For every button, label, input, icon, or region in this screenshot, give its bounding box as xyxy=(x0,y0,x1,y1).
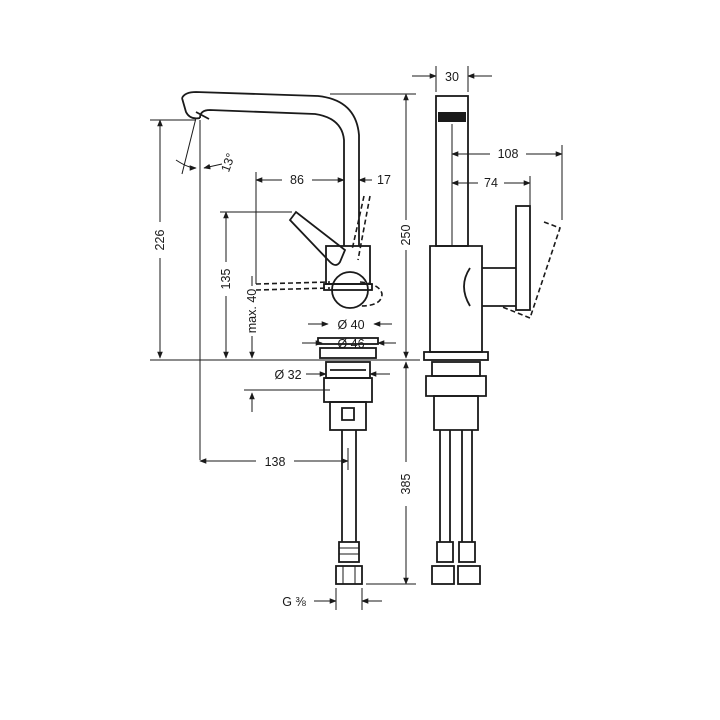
side-view-faucet xyxy=(150,91,420,585)
dim-250: 250 xyxy=(399,225,413,246)
dimension-labels: 30 108 74 86 17 250 226 135 max. 40 13° … xyxy=(153,70,518,609)
dim-30: 30 xyxy=(445,70,459,84)
dim-226: 226 xyxy=(153,230,167,251)
dim-angle-13: 13° xyxy=(218,151,238,174)
dimension-lines xyxy=(150,66,563,610)
front-view-faucet xyxy=(423,95,562,585)
dim-thread-g38: G ⅜ xyxy=(282,595,306,609)
dim-108: 108 xyxy=(498,147,519,161)
dim-135: 135 xyxy=(219,269,233,290)
dim-385: 385 xyxy=(399,474,413,495)
dim-dia-46: Ø 46 xyxy=(337,337,364,351)
dim-dia-32: Ø 32 xyxy=(274,368,301,382)
dim-74: 74 xyxy=(484,176,498,190)
dim-max-40: max. 40 xyxy=(245,289,259,334)
dim-17: 17 xyxy=(377,173,391,187)
dim-86: 86 xyxy=(290,173,304,187)
dim-138: 138 xyxy=(265,455,286,469)
dim-dia-40: Ø 40 xyxy=(337,318,364,332)
